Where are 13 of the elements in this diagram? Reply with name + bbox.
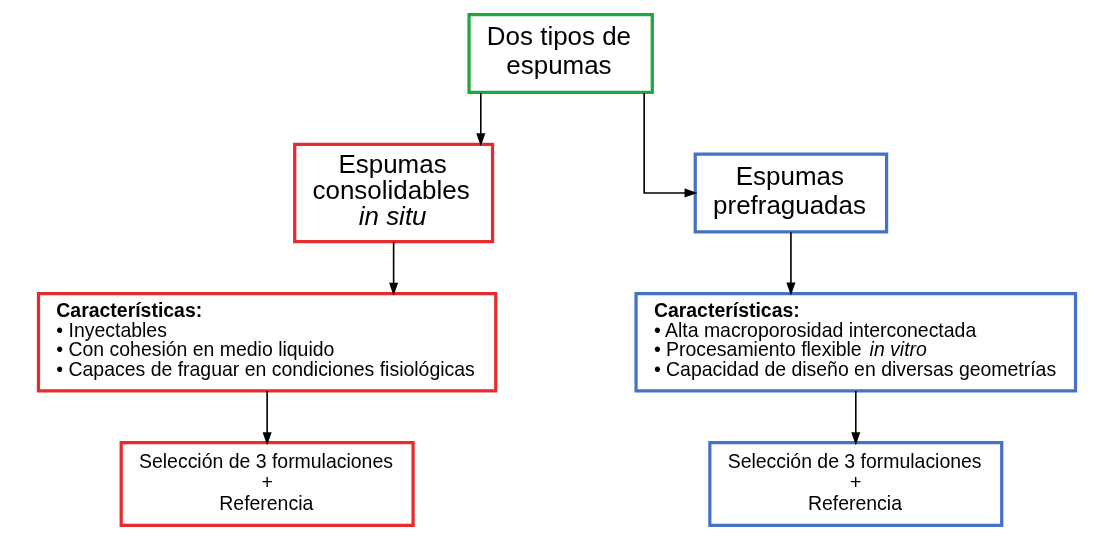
node-box: Características: • Alta macroporosidad interconectada • Procesamiento flexible in vitro • Capacidad de diseño en diversas geometrías [633,291,1077,393]
node-box: Selección de 3 formulaciones + Referencia [707,441,1003,528]
node-box: Selección de 3 formulaciones + Referencia [119,441,415,528]
arrow [262,390,272,446]
node-box: Características: • Inyectables • Con cohesión en medio liquido • Capaces de fraguar en condiciones fisiológicas [36,291,497,393]
node-box: Espumas prefraguadas [693,152,888,234]
node-box: Dos tipos de espumas [466,12,654,95]
arrow [850,390,860,446]
node-box: Espumas consolidables in situ [292,142,494,244]
arrow [785,231,795,296]
arrow [642,92,698,198]
arrow [475,92,485,147]
arrow [388,241,398,296]
